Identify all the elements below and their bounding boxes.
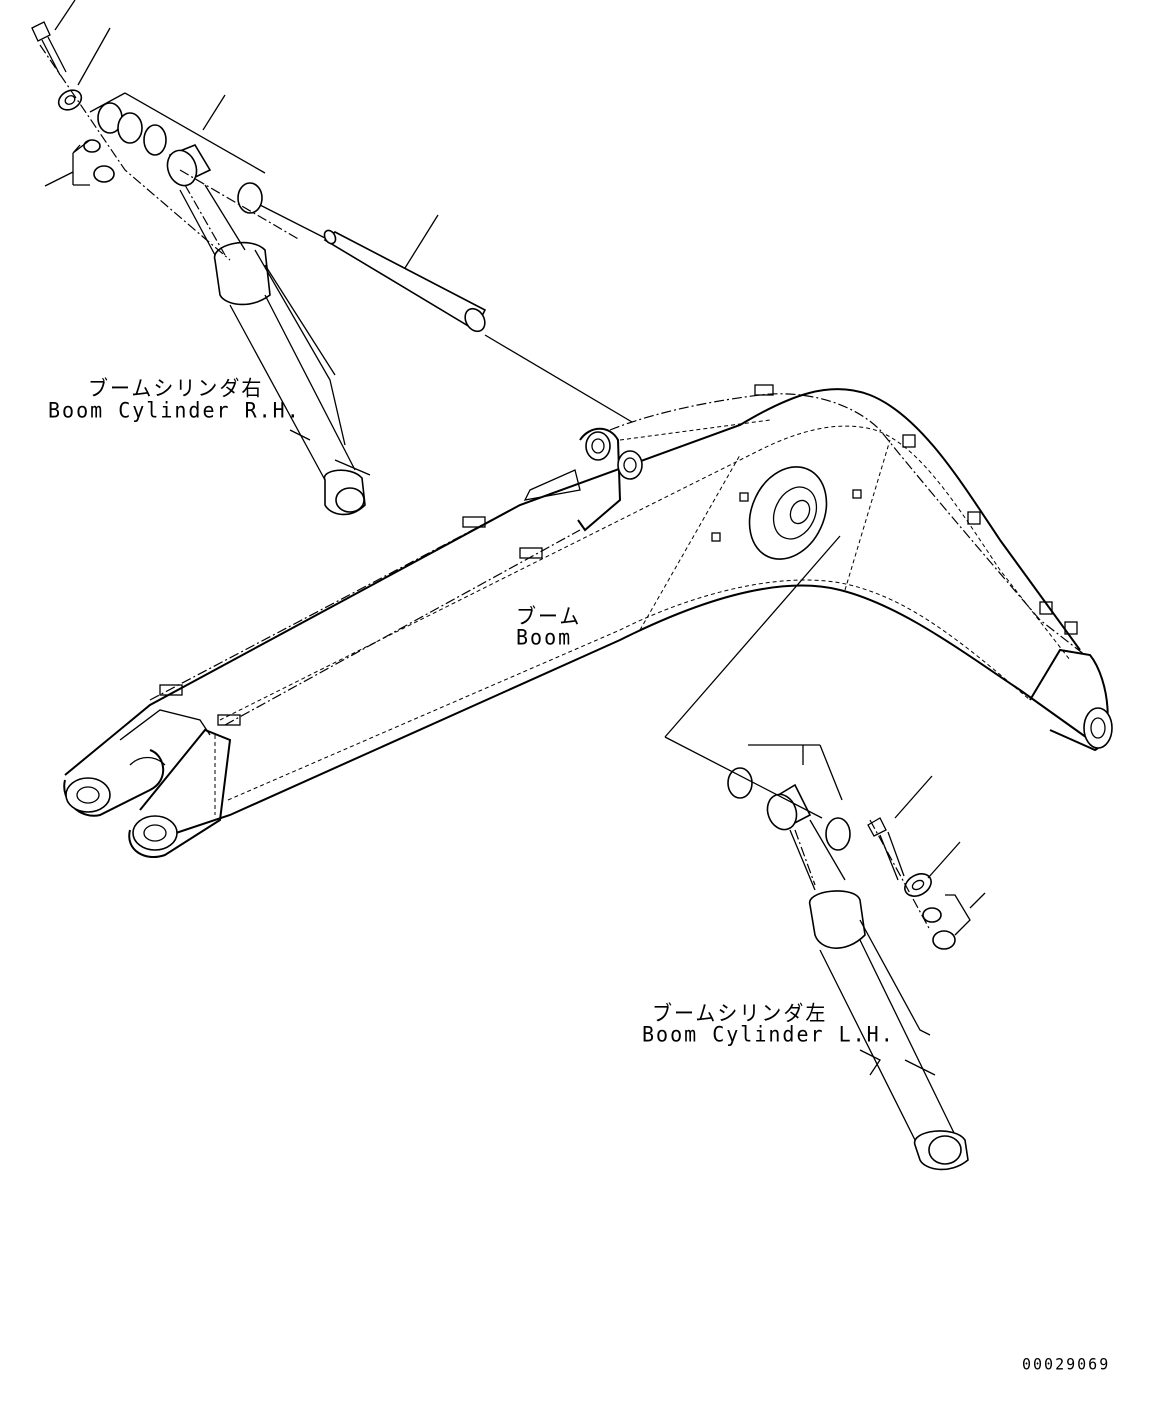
boom-label-jp: ブーム	[516, 603, 582, 629]
rh-cylinder-label-en: Boom Cylinder R.H.	[48, 397, 301, 423]
lh-cylinder-label-en: Boom Cylinder L.H.	[642, 1021, 895, 1047]
boom-cylinder-lh	[727, 767, 969, 1171]
figure-code: 00029069	[1022, 1354, 1111, 1374]
rh-cylinder-label-jp: ブームシリンダ右	[88, 375, 264, 401]
boom-part	[63, 384, 1113, 858]
lh-cylinder-label-jp: ブームシリンダ左	[652, 1000, 828, 1026]
callout-lines	[39, 0, 986, 936]
boom-cylinder-rh	[31, 21, 487, 516]
boom-label-en: Boom	[516, 624, 573, 650]
